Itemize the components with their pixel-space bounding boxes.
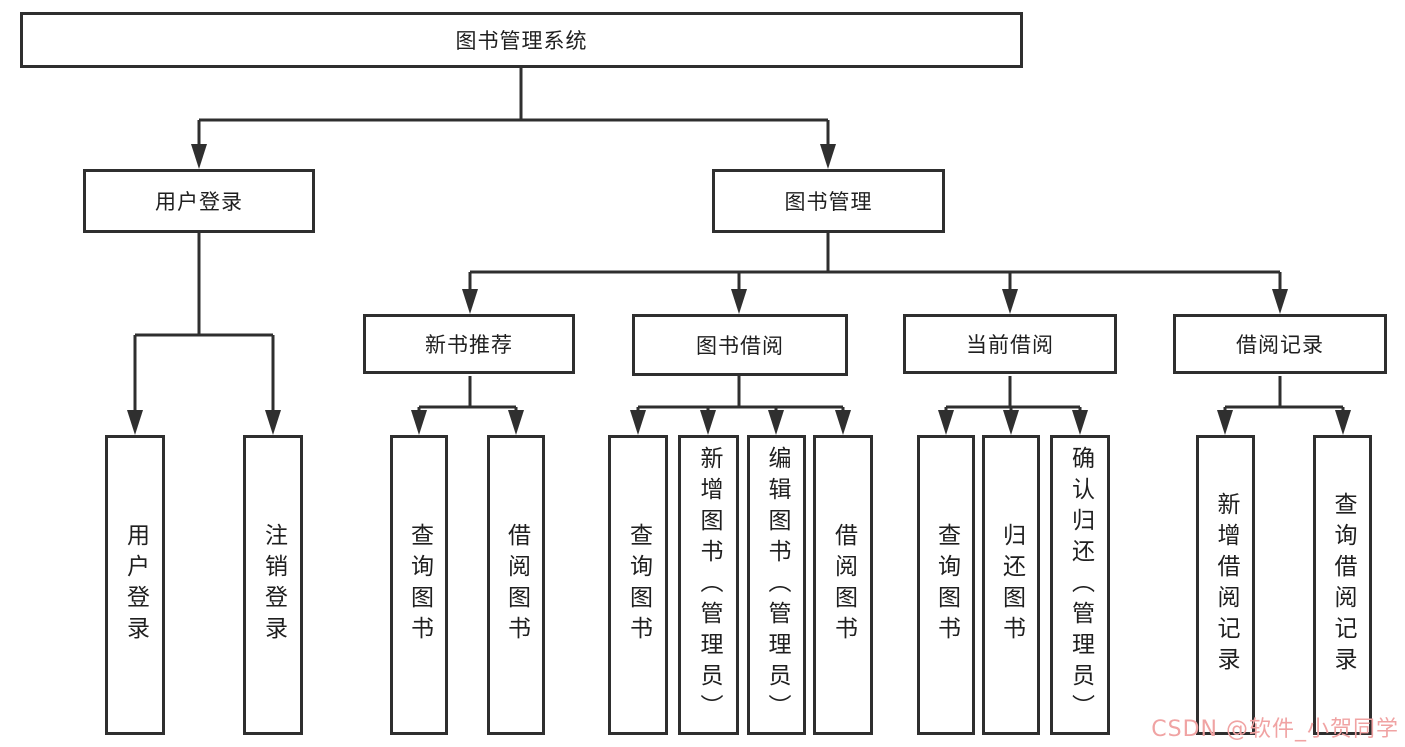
node-borrow-record: 借阅记录 xyxy=(1173,314,1387,374)
leaf-recommend-query-book: 查询图书 xyxy=(390,435,448,735)
arrow-down-icon xyxy=(700,410,716,435)
node-label: 新增图书（管理员） xyxy=(696,445,722,725)
leaf-confirm-return-admin: 确认归还（管理员） xyxy=(1050,435,1110,735)
leaf-borrow-query-book: 查询图书 xyxy=(608,435,668,735)
arrow-down-icon xyxy=(820,144,836,169)
node-label: 图书借阅 xyxy=(696,334,784,358)
node-label: 查询图书 xyxy=(933,523,960,647)
leaf-add-borrow-record: 新增借阅记录 xyxy=(1196,435,1255,735)
arrow-down-icon xyxy=(938,410,954,435)
node-label: 查询图书 xyxy=(625,523,652,647)
arrow-down-icon xyxy=(768,410,784,435)
node-new-book-recommend: 新书推荐 xyxy=(363,314,575,374)
node-label: 借阅记录 xyxy=(1236,333,1324,357)
arrow-down-icon xyxy=(127,410,143,435)
node-book-borrow: 图书借阅 xyxy=(632,314,848,376)
leaf-query-borrow-record: 查询借阅记录 xyxy=(1313,435,1372,735)
arrow-down-icon xyxy=(411,410,427,435)
node-label: 确认归还（管理员） xyxy=(1067,445,1094,725)
arrow-down-icon xyxy=(462,289,478,314)
leaf-current-query-book: 查询图书 xyxy=(917,435,975,735)
node-label: 归还图书 xyxy=(998,523,1025,647)
arrow-down-icon xyxy=(835,410,851,435)
node-label: 编辑图书（管理员） xyxy=(764,445,790,725)
arrow-down-icon xyxy=(265,410,281,435)
node-label: 新书推荐 xyxy=(425,333,513,357)
arrow-down-icon xyxy=(508,410,524,435)
node-book-management: 图书管理 xyxy=(712,169,945,233)
leaf-logout: 注销登录 xyxy=(243,435,303,735)
node-label: 查询图书 xyxy=(406,523,433,647)
node-label: 查询借阅记录 xyxy=(1330,492,1356,678)
leaf-add-book-admin: 新增图书（管理员） xyxy=(678,435,739,735)
node-label: 注销登录 xyxy=(260,523,287,647)
arrow-down-icon xyxy=(1272,289,1288,314)
leaf-return-book: 归还图书 xyxy=(982,435,1040,735)
node-label: 借阅图书 xyxy=(503,523,530,647)
node-user-login: 用户登录 xyxy=(83,169,315,233)
csdn-watermark: CSDN @软件_小贺同学 xyxy=(1151,717,1399,742)
connector-root-to-level2 xyxy=(197,68,830,146)
leaf-borrow-book: 借阅图书 xyxy=(813,435,873,735)
node-label: 借阅图书 xyxy=(830,523,857,647)
leaf-edit-book-admin: 编辑图书（管理员） xyxy=(747,435,806,735)
connector-bookmgmt-to-level3 xyxy=(468,233,1282,291)
node-root-library-system: 图书管理系统 xyxy=(20,12,1023,68)
node-label: 用户登录 xyxy=(155,190,243,214)
arrow-down-icon xyxy=(1335,410,1351,435)
node-label: 新增借阅记录 xyxy=(1213,492,1239,678)
leaf-user-login: 用户登录 xyxy=(105,435,165,735)
node-label: 图书管理 xyxy=(784,190,873,214)
arrow-down-icon xyxy=(1072,410,1088,435)
node-label: 当前借阅 xyxy=(966,333,1054,357)
connector-currentborrow-to-leaves xyxy=(944,376,1082,413)
connector-userlogin-to-leaves xyxy=(133,233,275,412)
connector-bookborrow-to-leaves xyxy=(636,376,845,413)
arrow-down-icon xyxy=(1217,410,1233,435)
connector-newbookrec-to-leaves xyxy=(417,376,518,413)
node-current-borrow: 当前借阅 xyxy=(903,314,1117,374)
arrow-down-icon xyxy=(630,410,646,435)
leaf-recommend-borrow-book: 借阅图书 xyxy=(487,435,545,735)
arrow-down-icon xyxy=(191,144,207,169)
arrow-down-icon xyxy=(1002,289,1018,314)
node-label: 用户登录 xyxy=(122,523,149,647)
connector-borrowrecord-to-leaves xyxy=(1223,376,1345,413)
arrow-down-icon xyxy=(731,289,747,314)
arrow-down-icon xyxy=(1003,410,1019,435)
node-label: 图书管理系统 xyxy=(455,29,588,53)
